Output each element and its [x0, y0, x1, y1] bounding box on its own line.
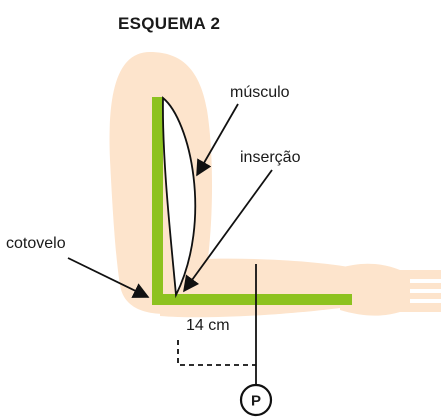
forearm-bone [152, 294, 352, 305]
humerus-bone [152, 97, 163, 298]
distance-bracket [178, 340, 256, 365]
forearm [160, 259, 364, 318]
figure-title: ESQUEMA 2 [118, 14, 220, 33]
distance-label: 14 cm [186, 317, 230, 334]
muscle-label: músculo [230, 84, 290, 101]
elbow-label: cotovelo [6, 235, 66, 252]
weight-label: P [251, 393, 261, 410]
insertion-label: inserção [240, 149, 301, 166]
